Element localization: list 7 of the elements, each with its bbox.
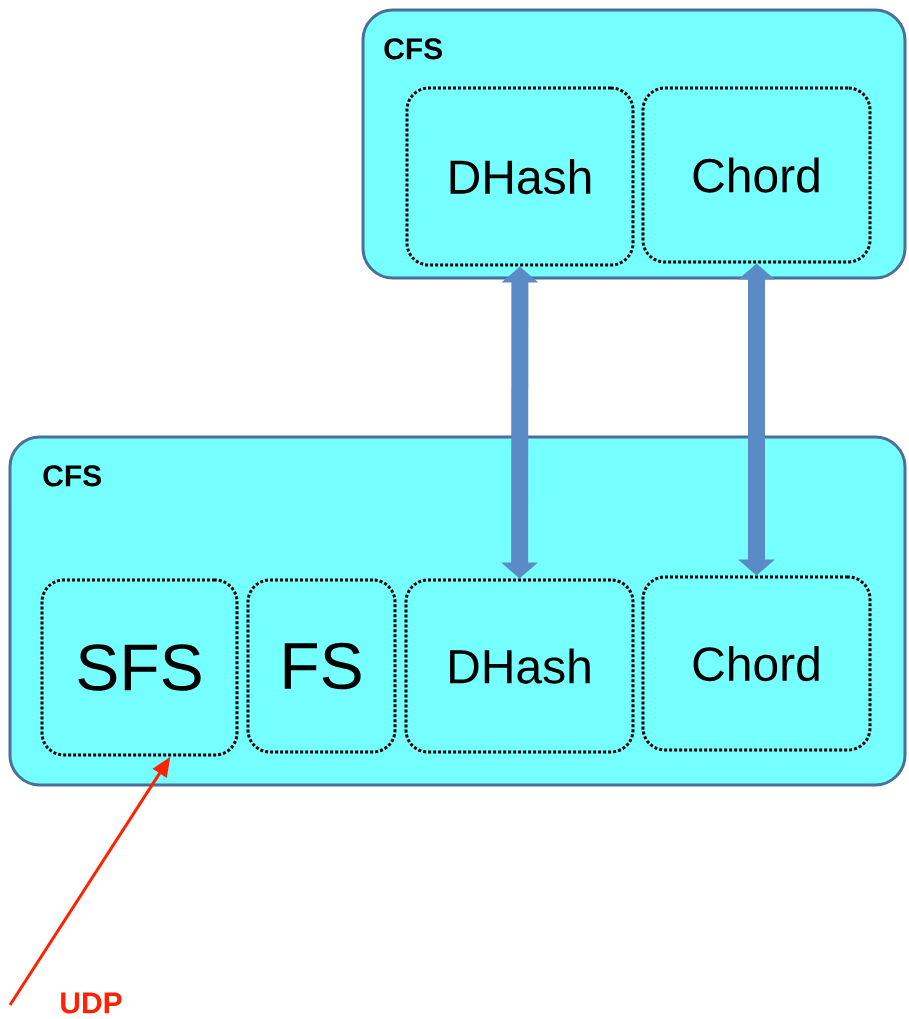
module-box: Chord [641, 86, 872, 264]
module-box: DHash [404, 578, 635, 754]
module-box: FS [246, 578, 397, 754]
module-box: Chord [641, 575, 872, 752]
module-box: DHash [405, 86, 635, 267]
edge-label: UDP [61, 992, 122, 1014]
module-box: SFS [40, 578, 239, 757]
